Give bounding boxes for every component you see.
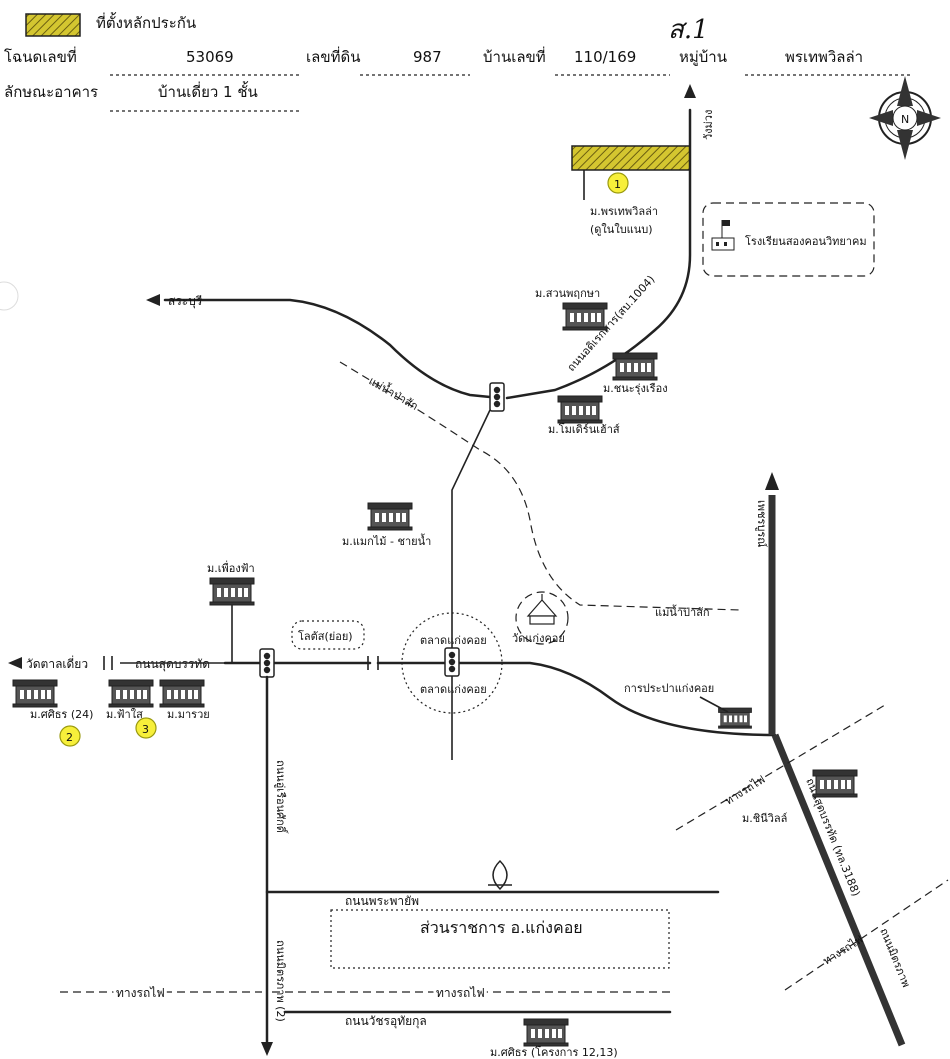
land-no-label: เลขที่ดิน (306, 46, 360, 66)
road-sutbanthat-3188 (771, 733, 906, 1047)
label-chanarungrueang: ม.ชนะรุ่งเรือง (603, 382, 668, 395)
compass-north-label: N (901, 113, 909, 126)
scan-punch-hole (0, 281, 19, 311)
govt-zone (330, 909, 670, 969)
title-deed-no: 53069 (186, 48, 234, 66)
label-railway-2: ทางรถไฟ (116, 986, 165, 1000)
title-deed-label: โฉนดเลขที่ (4, 46, 77, 66)
waterworks-pointer (699, 696, 729, 713)
label-pasak-river-1: แม่น้ำป่าสัก (367, 373, 422, 413)
label-sutbanthat-1: ถนนสุดบรรทัด (135, 657, 210, 672)
label-suanphrueksa: ม.สวนพฤกษา (535, 287, 600, 300)
label-pasak-river-2: แม่น้ำป่าสัก (655, 604, 710, 619)
label-wat-kaengkhoi: วัดแก่งคอย (512, 632, 565, 645)
label-chonnee: ม.ชินีวิลล์ (742, 812, 787, 825)
river-pasak (339, 361, 741, 611)
legend-swatch (25, 13, 81, 37)
legend-label: ที่ตั้งหลักประกัน (96, 12, 196, 32)
village-label: หมู่บ้าน (679, 48, 727, 66)
building-waterworks-icon (718, 707, 752, 729)
building-suanphrueksa-icon (562, 302, 608, 331)
marker-2-number: 2 (66, 731, 73, 744)
label-market-1: ตลาดแก่งคอย (420, 634, 487, 647)
village-name: พรเทพวิลล่า (785, 48, 863, 66)
monument-icon (488, 859, 512, 891)
village-1-note: (ดูในใบแนบ) (590, 223, 653, 236)
label-phueangfa: ม.เพื่องฟ้า (207, 560, 255, 575)
label-sirin-1213: ม.ศศิธร (โครงการ 12,13) (490, 1045, 618, 1059)
label-wachirathayakul: ถนนวัชรอุทัยกุล (345, 1014, 427, 1029)
building-modern-house-icon (557, 395, 603, 424)
marker-1 (607, 172, 629, 194)
label-modern-house: ม.โมเดิร์นเฮ้าส์ (548, 422, 620, 436)
label-lotus: โลตัส(ย่อย) (298, 629, 353, 643)
traffic-light-icon (489, 382, 505, 412)
village-1-label: ม.พรเทพวิลล่า (590, 205, 658, 218)
traffic-light-icon-3 (444, 647, 460, 677)
label-railway-3: ทางรถไฟ (436, 986, 485, 1000)
handwritten-mark: ส.1 (668, 15, 709, 45)
market-circle (401, 612, 503, 714)
building-type: บ้านเดี่ยว 1 ชั้น (158, 81, 258, 101)
arrow-west-icon (146, 294, 160, 306)
building-marui-icon (159, 679, 205, 708)
label-railway-4: ทางรถไฟ (821, 933, 866, 968)
label-wangmuang: วังม่วง (702, 110, 715, 140)
label-railway-1: ทางรถไฟ (723, 773, 768, 808)
temple-icon (526, 594, 558, 625)
building-maekmai-icon (367, 502, 413, 531)
building-chanarungrueang-icon (612, 352, 658, 381)
label-govt-center: ส่วนราชการ อ.แก่งคอย (420, 918, 583, 937)
label-phetchaburi: เพชรบูรณ์ (755, 500, 768, 547)
arrow-north-icon (684, 84, 696, 98)
school-icon (711, 220, 735, 251)
land-no: 987 (413, 48, 442, 66)
label-school: โรงเรียนสองคอนวิทยาคม (745, 234, 867, 248)
arrow-west-icon-2 (8, 657, 22, 669)
label-wat-tanlao: วัดตาลเดี่ยว (26, 655, 88, 671)
label-mitraphap-road-2: ถนนมิตรภาพ (2) (274, 940, 287, 1022)
building-fai-icon (108, 679, 154, 708)
collateral-plot (571, 145, 691, 171)
building-sirin-1213-icon (523, 1018, 569, 1047)
building-type-label: ลักษณะอาคาร (4, 83, 98, 101)
railway-east-1 (675, 704, 886, 831)
building-chonnee-icon (812, 769, 858, 798)
marker-3-number: 3 (142, 723, 149, 736)
label-waterworks: การประปาแก่งคอย (624, 682, 714, 695)
wat-circle (515, 591, 569, 645)
arrow-north-icon-2 (765, 472, 779, 490)
label-market-2: ตลาดแก่งคอย (420, 683, 487, 696)
arrow-south-icon (261, 1042, 273, 1056)
road-adireksan (505, 108, 692, 400)
road-connector (451, 409, 491, 760)
compass-icon: N (869, 76, 941, 160)
building-phueangfa-icon (209, 577, 255, 606)
label-mitraphap-road-3: ถนนมิตรภาพ (877, 926, 913, 989)
label-marui: ม.มารวย (167, 708, 210, 721)
marker-3 (135, 717, 157, 739)
marker-1-number: 1 (614, 178, 621, 191)
road-sutbanthat (223, 661, 777, 737)
lotus-box (291, 620, 365, 650)
house-no: 110/169 (574, 48, 636, 66)
traffic-light-icon-2 (259, 648, 275, 678)
label-ruensak-road: ถนนอู่เรือนศักดิ์ (274, 760, 289, 835)
label-maekmai: ม.แมกไม้ - ชายน้ำ (342, 533, 431, 548)
road-saraburi (163, 298, 492, 399)
marker-2 (59, 725, 81, 747)
building-sirin-icon (12, 679, 58, 708)
label-sirin: ม.ศศิธร (24) (30, 708, 93, 721)
house-no-label: บ้านเลขที่ (483, 46, 546, 66)
label-phrapayap-road: ถนนพระพายัพ (345, 894, 419, 908)
railway-east-2 (784, 879, 949, 991)
label-fai: ม.ฟ้าใส (106, 708, 143, 721)
label-saraburi: สระบุรี (168, 294, 203, 309)
